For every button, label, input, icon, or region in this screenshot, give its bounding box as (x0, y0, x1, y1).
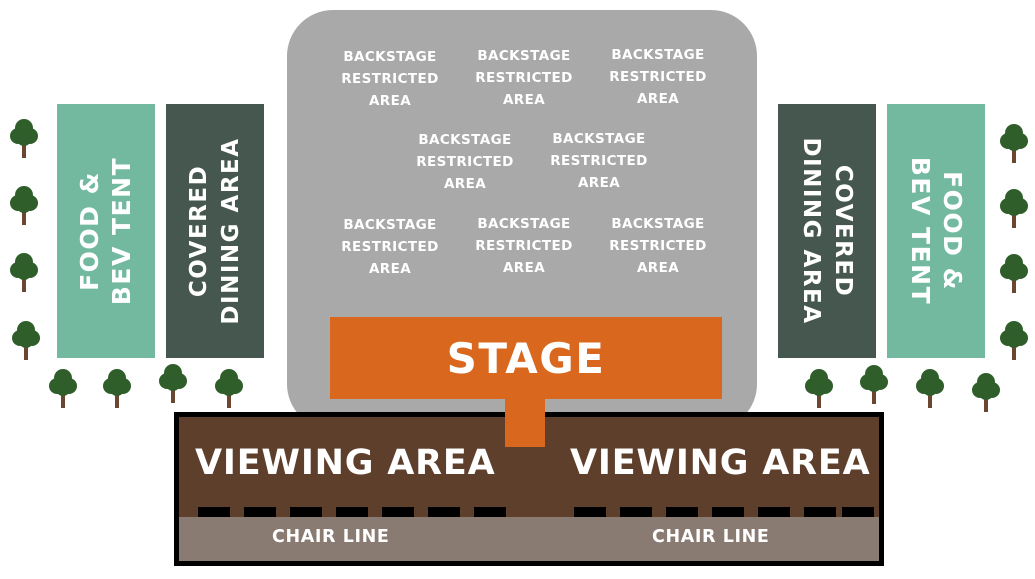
viewing-area-right-label: VIEWING AREA (570, 443, 871, 483)
viewing-area: VIEWING AREA VIEWING AREA CHAIR LINE CHA… (174, 412, 884, 566)
right-food-bev-tent: FOOD &BEV TENT (887, 104, 985, 358)
tree-icon (102, 368, 132, 410)
tree-icon (804, 368, 834, 410)
tree-icon (158, 363, 188, 405)
chair-line-right-label: CHAIR LINE (652, 527, 770, 547)
left-food-bev-tent-label: FOOD &BEV TENT (75, 156, 136, 306)
chair-line-left-label: CHAIR LINE (272, 527, 390, 547)
tree-icon (9, 252, 39, 294)
tree-icon (859, 364, 889, 406)
tree-icon (915, 368, 945, 410)
stage-thrust (505, 395, 545, 447)
chair-line: CHAIR LINE CHAIR LINE (179, 517, 879, 561)
tree-icon (999, 320, 1029, 362)
tree-icon (999, 253, 1029, 295)
right-food-bev-tent-label: FOOD &BEV TENT (906, 156, 967, 306)
stage: STAGE (330, 317, 722, 399)
tree-icon (9, 118, 39, 160)
tree-icon (214, 368, 244, 410)
tree-icon (11, 320, 41, 362)
left-food-bev-tent: FOOD &BEV TENT (57, 104, 155, 358)
tree-icon (971, 372, 1001, 414)
tree-icon (9, 185, 39, 227)
tree-icon (999, 123, 1029, 165)
viewing-area-left-label: VIEWING AREA (195, 443, 496, 483)
tree-icon (48, 368, 78, 410)
stage-label: STAGE (446, 333, 606, 383)
tree-icon (999, 188, 1029, 230)
